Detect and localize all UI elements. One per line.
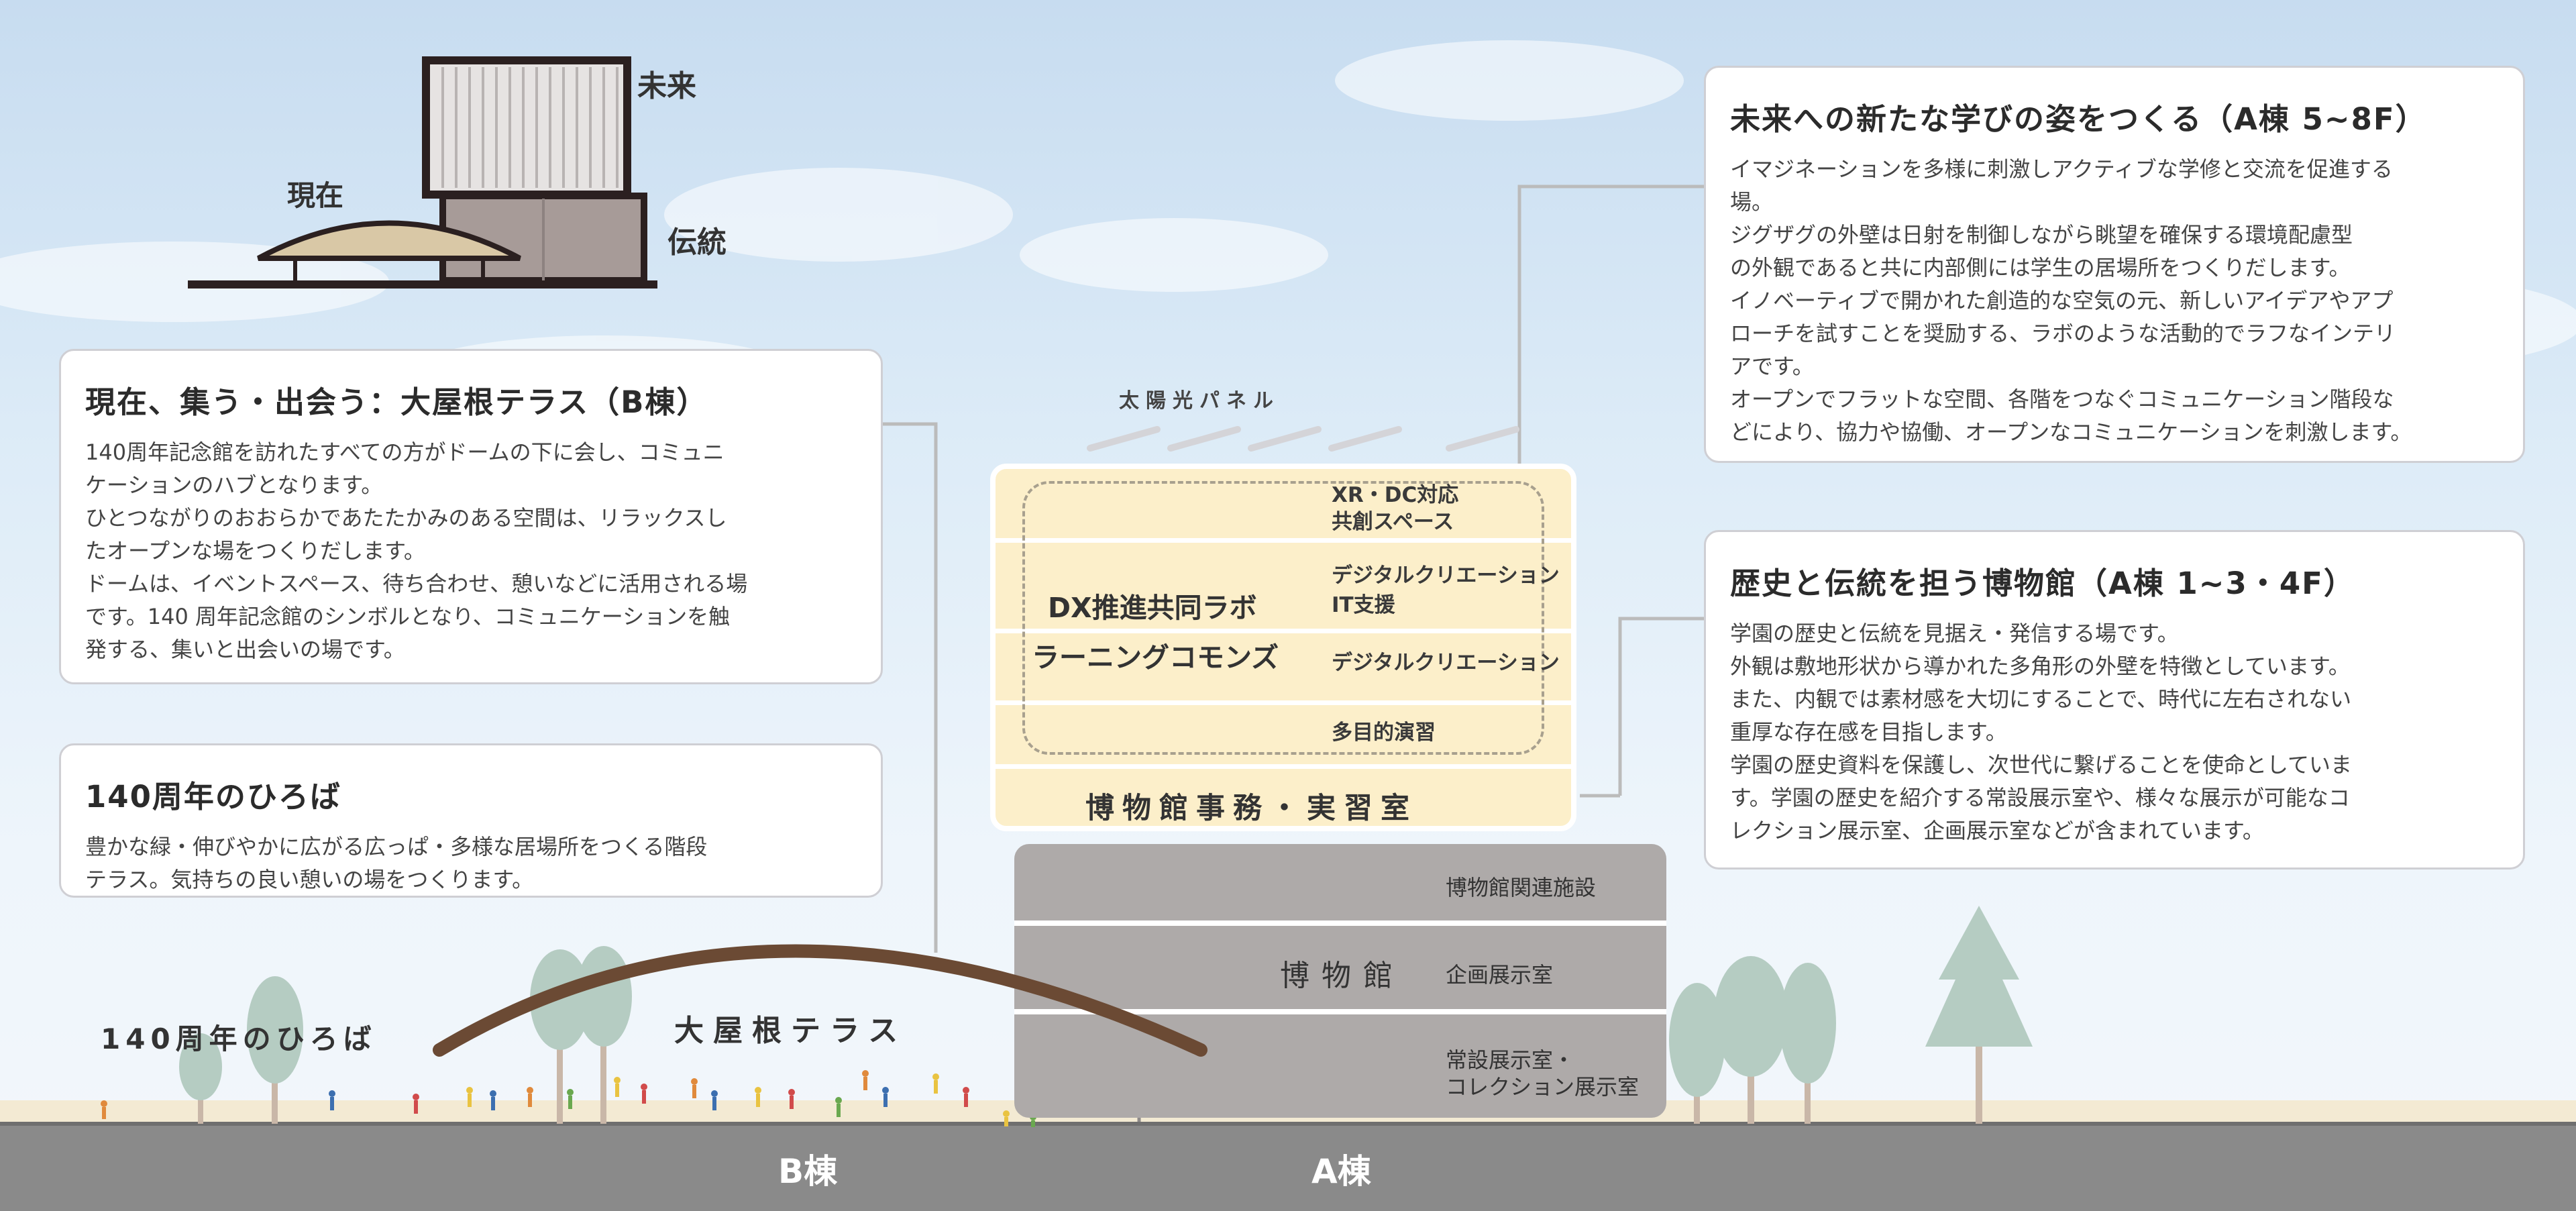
b-terrace-text: です。140 周年記念館のシンボルとなり、コミュニケーションを触 bbox=[85, 604, 731, 629]
floor-multipurpose-label: 多目的演習 bbox=[1332, 721, 1436, 745]
b-terrace-text: ケーションのハブとなります。 bbox=[85, 472, 383, 498]
museum-text: 学園の歴史と伝統を見据え・発信する場です。 bbox=[1730, 621, 2179, 646]
floor-digital-it-label: IT支援 bbox=[1332, 593, 1395, 617]
future-learning-box: 未来への新たな学びの姿をつくる（A棟 5~8F） イマジネーションを多様に刺激し… bbox=[1704, 66, 2525, 463]
b-terrace-box: 現在、集う・出会う：大屋根テラス（B棟） 140周年記念館を訪れたすべての方がド… bbox=[59, 349, 883, 684]
museum-main-label: 博物館 bbox=[1280, 959, 1405, 993]
floor-divider bbox=[1014, 1009, 1666, 1014]
b-terrace-text: ひとつながりのおおらかであたたかみのある空間は、リラックスし bbox=[85, 505, 727, 531]
museum-text: 外観は敷地形状から導かれた多角形の外壁を特徴としています。 bbox=[1730, 653, 2350, 679]
museum-text: 重厚な存在感を目指します。 bbox=[1730, 719, 2007, 745]
future-learning-text: ローチを試すことを奨励する、ラボのような活動的でラフなインテリ bbox=[1730, 321, 2396, 346]
floor-divider bbox=[996, 764, 1571, 769]
b-terrace-text: たオープンな場をつくりだします。 bbox=[85, 538, 425, 564]
concept-future-label: 未来 bbox=[637, 69, 696, 103]
plaza-text: 豊かな緑・伸びやかに広がる広っぱ・多様な居場所をつくる階段 bbox=[85, 834, 708, 859]
a-upper-floors bbox=[990, 464, 1576, 831]
dx-lab-label: DX推進共同ラボ bbox=[1048, 592, 1257, 624]
people-icon bbox=[101, 1070, 1036, 1127]
solar-panel-icon bbox=[1087, 426, 1519, 452]
floor-divider bbox=[996, 700, 1571, 705]
concept-present-label: 現在 bbox=[287, 179, 344, 212]
tree-icon bbox=[179, 946, 632, 1124]
floor-digital-it-label: デジタルクリエーション bbox=[1332, 564, 1560, 588]
museum-text: また、内観では素材感を大切にすることで、時代に左右されない bbox=[1730, 686, 2352, 712]
floor-divider bbox=[996, 629, 1571, 633]
floor-digital-label: デジタルクリエーション bbox=[1332, 651, 1560, 675]
floor-divider bbox=[1014, 920, 1666, 926]
b-terrace-text: ドームは、イベントスペース、待ち合わせ、憩いなどに活用される場 bbox=[85, 571, 748, 596]
museum-text: す。学園の歴史を紹介する常設展示室や、様々な展示が可能なコ bbox=[1730, 785, 2350, 810]
future-learning-text: 場。 bbox=[1730, 189, 1774, 215]
learning-zone-outline bbox=[1022, 481, 1544, 755]
b-terrace-text: 140周年記念館を訪れたすべての方がドームの下に会し、コミュニ bbox=[85, 439, 724, 465]
future-learning-text: どにより、協力や協働、オープンなコミュニケーションを刺激します。 bbox=[1730, 419, 2412, 445]
future-learning-text: アです。 bbox=[1730, 354, 1814, 379]
special-exhibit-label: 企画展示室 bbox=[1446, 962, 1554, 988]
museum-box: 歴史と伝統を担う博物館（A棟 1~3・4F） 学園の歴史と伝統を見据え・発信する… bbox=[1704, 530, 2525, 870]
roof-terrace-label: 大屋根テラス bbox=[674, 1014, 908, 1048]
plaza-box: 140周年のひろば 豊かな緑・伸びやかに広がる広っぱ・多様な居場所をつくる階段 … bbox=[59, 743, 883, 898]
future-learning-text: イマジネーションを多様に刺激しアクティブな学修と交流を促進する bbox=[1730, 156, 2393, 182]
future-learning-text: の外観であると共に内部側には学生の居場所をつくりだします。 bbox=[1730, 255, 2351, 280]
floor-xr-label: 共創スペース bbox=[1332, 510, 1454, 534]
ground-edge bbox=[0, 1122, 2576, 1126]
plaza-title: 140周年のひろば bbox=[85, 779, 341, 814]
museum-related-label: 博物館関連施設 bbox=[1446, 875, 1597, 900]
future-learning-text: イノベーティブで開かれた創造的な空気の元、新しいアイデアやアプ bbox=[1730, 288, 2394, 313]
ground-base bbox=[0, 1124, 2576, 1211]
floor-xr-label: XR・DC対応 bbox=[1332, 483, 1459, 507]
permanent-exhibit-label: コレクション展示室 bbox=[1446, 1074, 1640, 1100]
b-terrace-title: 現在、集う・出会う：大屋根テラス（B棟） bbox=[85, 384, 708, 420]
museum-text: 学園の歴史資料を保護し、次世代に繋げることを使命としていま bbox=[1730, 752, 2353, 778]
permanent-exhibit-label: 常設展示室・ bbox=[1446, 1047, 1575, 1073]
future-learning-title: 未来への新たな学びの姿をつくる（A棟 5~8F） bbox=[1730, 101, 2427, 137]
b-building-label: B棟 bbox=[778, 1152, 838, 1191]
building-concept-icon bbox=[188, 56, 657, 288]
a-museum-floors bbox=[1014, 844, 1666, 1118]
tree-icon-right bbox=[1669, 906, 2033, 1124]
floor-divider bbox=[996, 538, 1571, 543]
future-learning-text: ジグザグの外壁は日射を制御しながら眺望を確保する環境配慮型 bbox=[1730, 222, 2353, 248]
learning-commons-label: ラーニングコモンズ bbox=[1032, 641, 1279, 674]
museum-text: レクション展示室、企画展示室などが含まれています。 bbox=[1730, 818, 2264, 843]
solar-panel-label: 太陽光パネル bbox=[1119, 389, 1280, 413]
b-terrace-text: 発する、集いと出会いの場です。 bbox=[85, 637, 405, 662]
museum-office-label: 博物館事務・実習室 bbox=[1085, 792, 1417, 825]
concept-tradition-label: 伝統 bbox=[667, 225, 727, 260]
future-learning-text: オープンでフラットな空間、各階をつなぐコミュニケーション階段な bbox=[1730, 386, 2394, 412]
museum-title: 歴史と伝統を担う博物館（A棟 1~3・4F） bbox=[1730, 566, 2355, 601]
plaza-text: テラス。気持ちの良い憩いの場をつくります。 bbox=[85, 867, 534, 892]
a-building-label: A棟 bbox=[1311, 1152, 1371, 1191]
plaza-label: 140周年のひろば bbox=[101, 1022, 377, 1055]
